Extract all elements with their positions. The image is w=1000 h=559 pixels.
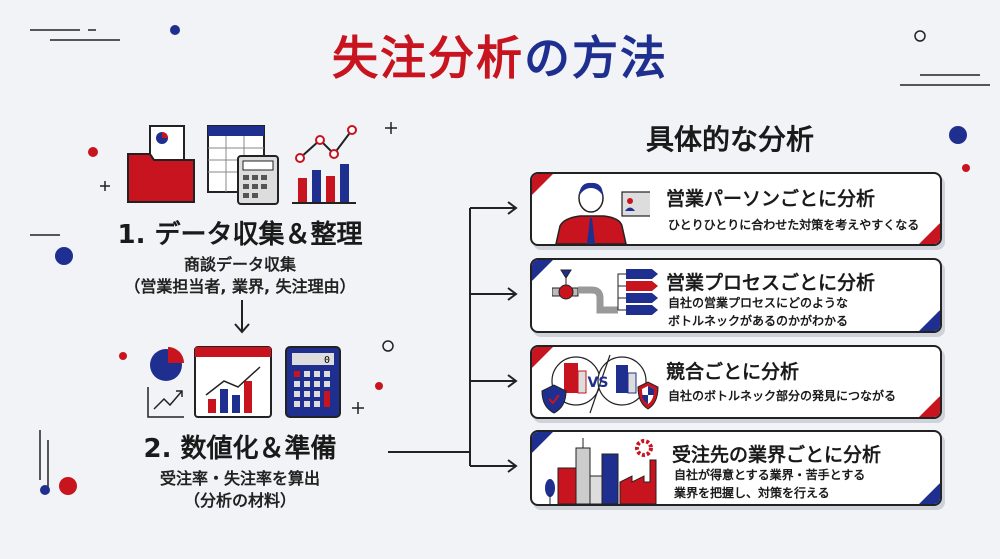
folder-icon xyxy=(127,125,195,203)
step1-line2: （営業担当者, 業界, 失注理由） xyxy=(124,277,356,296)
step2-line1: 受注率・失注率を算出 xyxy=(159,469,320,488)
title-red-part: 失注分析 xyxy=(332,31,524,85)
page-title: 失注分析の方法 xyxy=(0,22,1000,88)
card-title: 営業パーソンごとに分析 xyxy=(666,188,876,210)
step1-title: 1. データ収集＆整理 xyxy=(117,220,363,250)
line-bar-chart-icon xyxy=(292,125,357,204)
card-title: 営業プロセスごとに分析 xyxy=(666,272,876,294)
versus-buildings-icon: VS xyxy=(541,354,659,414)
card-title: 競合ごとに分析 xyxy=(666,361,800,383)
card-competitor: VS 競合ごとに分析 自社のボトルネック部分の発見につながる xyxy=(530,345,942,419)
title-blue-part: の方法 xyxy=(524,31,668,85)
step2-title: 2. 数値化＆準備 xyxy=(143,434,337,464)
card-desc-line1: 自社の営業プロセスにどのような xyxy=(668,296,849,310)
card-desc: 自社のボトルネック部分の発見につながる xyxy=(668,389,897,403)
card-desc-line1: 自社が得意とする業界・苦手とする xyxy=(674,468,866,482)
card-sales-process: 営業プロセスごとに分析 自社の営業プロセスにどのような ボトルネックがあるのかが… xyxy=(530,258,942,333)
step2-line2: （分析の材料） xyxy=(183,491,296,510)
trend-chart-icon xyxy=(147,387,184,418)
step1-icons xyxy=(127,125,357,205)
right-heading: 具体的な分析 xyxy=(645,123,814,156)
card-desc: ひとりひとりに合わせた対策を考えやすくなる xyxy=(668,218,920,232)
card-desc-line2: ボトルネックがあるのかがわかる xyxy=(668,314,849,328)
calculator-icon xyxy=(237,155,279,205)
card-desc-line2: 業界を把握し、対策を行える xyxy=(674,486,830,500)
vs-label: VS xyxy=(588,375,609,391)
dashboard-icon xyxy=(194,346,272,418)
card-client-industry: 受注先の業界ごとに分析 自社が得意とする業界・苦手とする 業界を把握し、対策を行… xyxy=(530,430,942,506)
salesperson-icon xyxy=(555,182,650,244)
card-title: 受注先の業界ごとに分析 xyxy=(672,444,882,466)
pipe-process-icon xyxy=(552,269,658,315)
card-salesperson: 営業パーソンごとに分析 ひとりひとりに合わせた対策を考えやすくなる xyxy=(530,172,942,246)
industry-city-icon xyxy=(545,438,657,504)
step1-line1: 商談データ収集 xyxy=(183,255,296,274)
calculator-display: 0 xyxy=(324,355,330,366)
calculator-icon: 0 xyxy=(285,346,341,418)
pie-chart-icon xyxy=(150,347,184,381)
step2-icons: 0 xyxy=(147,346,341,418)
dot xyxy=(170,25,180,35)
